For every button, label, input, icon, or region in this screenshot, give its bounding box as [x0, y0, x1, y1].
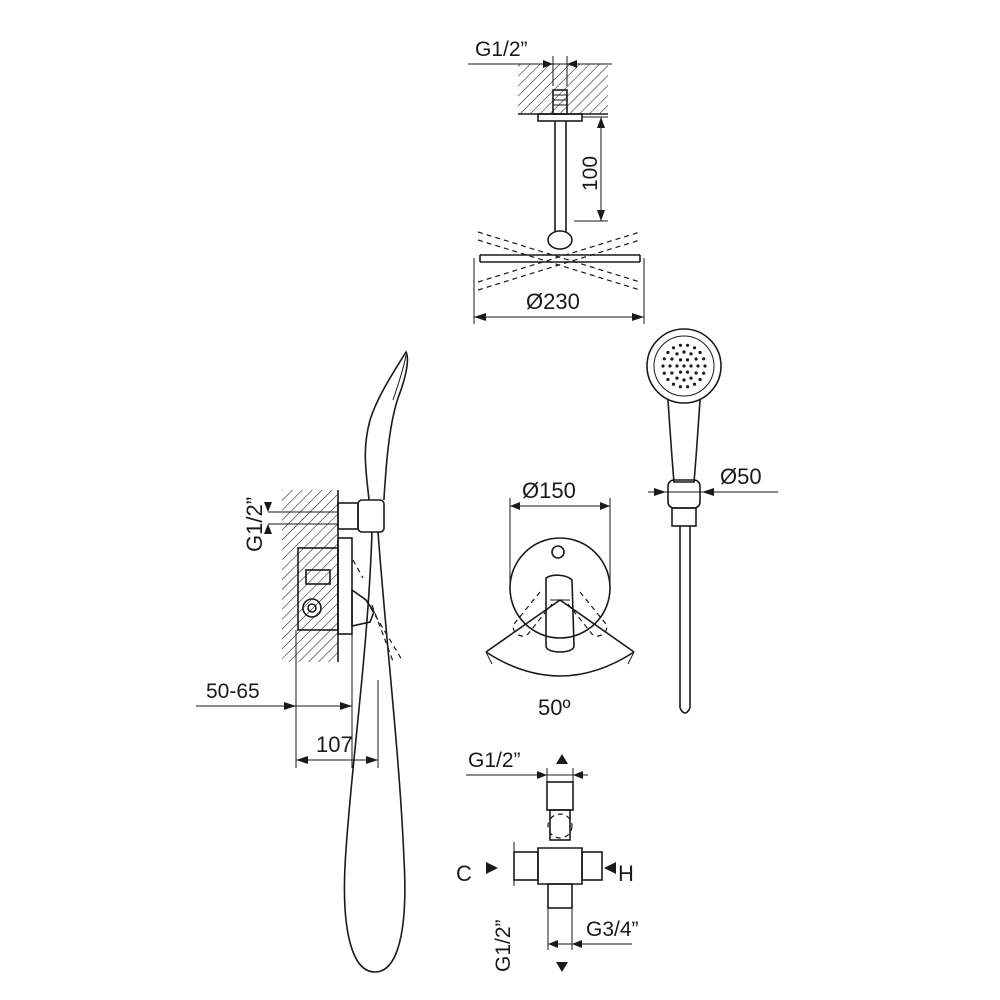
nozzle-dot — [671, 346, 676, 350]
nozzle-dot — [703, 364, 707, 368]
nozzle-dot — [666, 350, 670, 355]
nozzle-dot — [671, 382, 676, 386]
valve-body-drawing: G1/2” C H G3/4” G1/2” — [456, 749, 639, 972]
valve-outlet-thread-label: G3/4” — [586, 918, 639, 941]
valve-bottom-thread-label: G1/2” — [492, 919, 515, 972]
nozzle-dot — [692, 382, 697, 386]
ceiling-thread-label: G1/2” — [475, 38, 528, 61]
nozzle-dot — [662, 357, 666, 361]
nozzle-dot — [702, 371, 706, 375]
nozzle-dot — [666, 377, 670, 382]
nozzle-dot — [670, 371, 674, 375]
nozzle-dot — [689, 376, 693, 380]
hand-shower-diameter-label: Ø50 — [720, 464, 762, 489]
nozzle-dot — [682, 350, 686, 354]
ceiling-hatch — [518, 64, 608, 114]
nozzle-dot — [682, 378, 686, 382]
nozzle-dot — [678, 343, 683, 347]
nozzle-dot — [696, 364, 700, 368]
cold-arrow-icon — [486, 862, 498, 874]
hot-inlet-label: H — [618, 861, 634, 886]
nozzle-dot — [685, 370, 690, 374]
nozzle-dot — [698, 350, 702, 355]
arm-length-label: 100 — [579, 156, 602, 191]
nozzle-dot — [689, 352, 693, 356]
depth-range-label: 50-65 — [206, 680, 260, 703]
wall-hatch — [282, 490, 338, 662]
nozzle-dot — [685, 358, 690, 362]
nozzle-dot — [662, 371, 666, 375]
nozzle-dot — [670, 357, 674, 361]
bottom-flow-arrow-icon — [556, 962, 568, 972]
nozzle-dot — [698, 377, 702, 382]
nozzle-dot — [678, 385, 683, 389]
mixer-front-drawing: Ø150 50º — [485, 478, 635, 720]
hand-shower-head — [646, 328, 722, 404]
nozzle-dot — [686, 385, 690, 389]
rotation-angle-label: 50º — [538, 695, 571, 720]
wall-side-view-drawing: G1/2” 50-65 107 — [196, 350, 409, 973]
nozzle-dot — [686, 343, 690, 347]
cold-inlet-label: C — [456, 861, 472, 886]
plate-diameter-label: Ø150 — [522, 478, 576, 503]
nozzle-dot — [689, 364, 693, 368]
nozzle-dot — [675, 364, 679, 368]
hand-shower-drawing: Ø50 — [646, 328, 778, 714]
hot-arrow-icon — [604, 862, 616, 874]
ceiling-shower-drawing: G1/2” 100 Ø230 — [468, 38, 645, 324]
head-diameter-label: Ø230 — [526, 289, 580, 314]
top-flow-arrow-icon — [556, 754, 568, 764]
nozzle-dot — [694, 357, 698, 361]
nozzle-dot — [702, 357, 706, 361]
wall-thread-label: G1/2” — [242, 497, 267, 552]
spray-nozzles — [661, 343, 707, 389]
nozzle-dot — [675, 352, 679, 356]
nozzle-dot — [675, 376, 679, 380]
nozzle-dot — [661, 364, 665, 368]
nozzle-dot — [692, 346, 697, 350]
nozzle-dot — [678, 370, 683, 374]
nozzle-dot — [668, 364, 672, 368]
nozzle-dot — [694, 371, 698, 375]
nozzle-dot — [682, 364, 686, 368]
nozzle-dot — [678, 358, 683, 362]
valve-top-thread-label: G1/2” — [468, 749, 521, 772]
mixer-cover-plate — [509, 537, 611, 639]
projection-label: 107 — [316, 732, 353, 757]
